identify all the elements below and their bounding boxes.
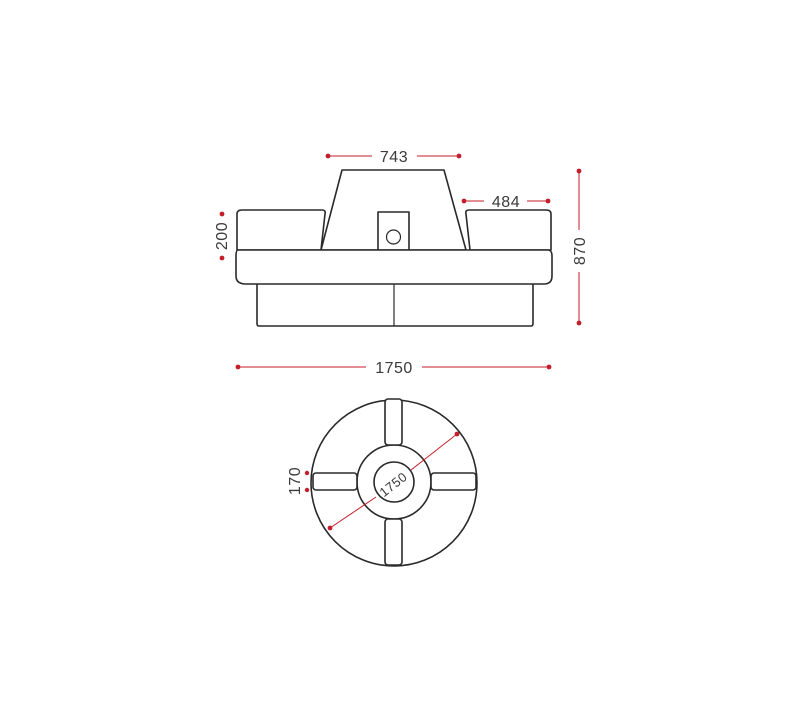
dim-total-width-label: 1750 [375,360,413,377]
top-view [310,398,478,567]
top-inner-circle [373,461,415,503]
dim-arm-width: 170 [287,467,310,495]
front-center-hole [385,229,402,245]
dim-total-width: 1750 [235,360,552,377]
front-seat-band [235,249,553,285]
front-view [235,169,553,327]
dim-top-width: 743 [325,149,462,166]
top-arm-north [384,398,403,446]
dim-top-width-label: 743 [380,149,408,166]
top-arm-east [430,472,477,491]
front-left-seat [236,209,326,251]
dimensions: 743 484 200 870 [214,149,589,531]
top-arm-west [312,472,358,491]
top-arm-south [384,518,403,566]
front-right-seat [465,209,552,251]
dim-seat-height: 200 [214,211,231,261]
dim-side-seat-width: 484 [461,194,551,211]
dim-seat-height-label: 200 [214,222,231,250]
dim-side-seat-width-label: 484 [492,194,520,211]
front-base [256,281,534,327]
dim-total-height: 870 [572,168,589,326]
dim-arm-width-label: 170 [287,467,304,495]
dim-total-height-label: 870 [572,237,589,265]
